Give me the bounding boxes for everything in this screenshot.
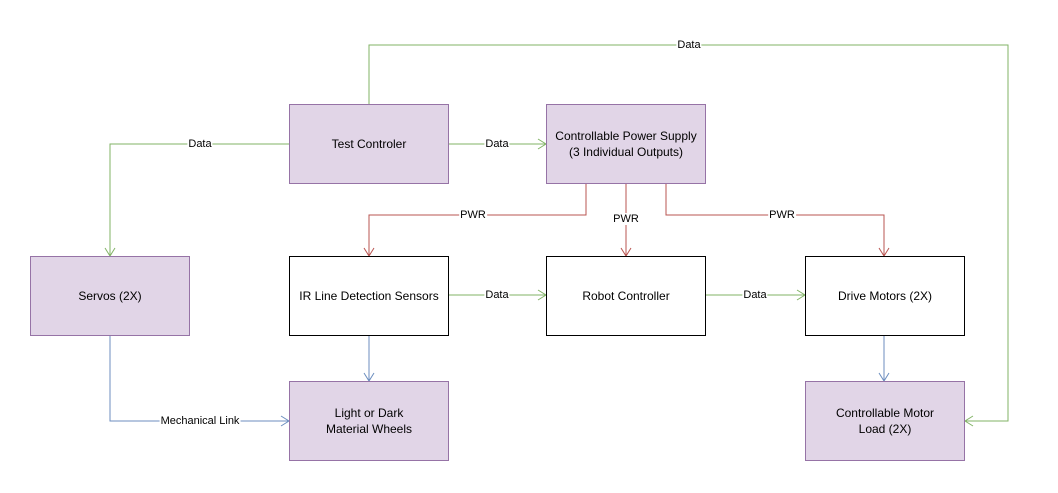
- node-robot-controller[interactable]: Robot Controller: [546, 256, 706, 336]
- edge-label-power-to-ir: PWR: [459, 209, 487, 221]
- edge-test-to-motor-load: [368, 44, 1009, 422]
- node-ir-sensors[interactable]: IR Line Detection Sensors: [289, 256, 449, 336]
- node-material-wheels[interactable]: Light or Dark Material Wheels: [289, 381, 449, 461]
- node-servos[interactable]: Servos (2X): [30, 256, 190, 336]
- edge-label-test-to-servos: Data: [187, 138, 213, 150]
- node-drive-motors[interactable]: Drive Motors (2X): [805, 256, 965, 336]
- node-test-controller[interactable]: Test Controler: [289, 104, 449, 184]
- edge-label-test-to-power: Data: [484, 138, 510, 150]
- edge-test-to-motor-load-arrowhead: [964, 415, 974, 427]
- edge-label-robot-to-drive: Data: [742, 289, 768, 301]
- node-power-supply[interactable]: Controllable Power Supply (3 Individual …: [546, 104, 706, 184]
- edge-test-to-servos: [109, 143, 289, 256]
- edge-label-power-to-robot: PWR: [612, 213, 640, 225]
- edge-servos-to-wheels: [109, 336, 289, 422]
- edge-label-servos-to-wheels: Mechanical Link: [159, 415, 241, 427]
- edge-label-power-to-drive: PWR: [768, 209, 796, 221]
- edge-label-test-to-motor-load: Data: [676, 39, 702, 51]
- edge-label-ir-to-robot: Data: [484, 289, 510, 301]
- node-motor-load[interactable]: Controllable Motor Load (2X): [805, 381, 965, 461]
